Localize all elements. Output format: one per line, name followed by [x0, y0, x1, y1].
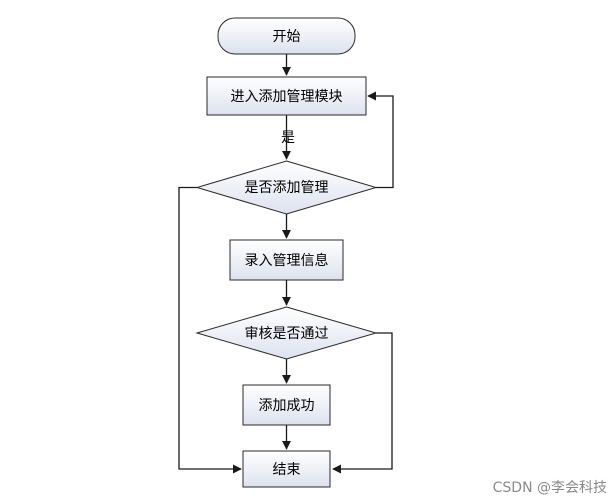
add-success-process: [242, 384, 331, 426]
edge-yes-label: 是: [281, 130, 295, 146]
start-label: 开始: [273, 29, 301, 45]
input-info-label: 录入管理信息: [245, 252, 329, 269]
edge-decide-loop-back: [367, 91, 394, 189]
enter-module-label: 进入添加管理模块: [231, 89, 343, 105]
edge-review-no-to-end: [332, 332, 393, 474]
edge-decide-no-to-end: [178, 186, 242, 474]
decide-add-label: 是否添加管理: [245, 180, 329, 196]
end-label: 结束: [273, 462, 301, 478]
watermark: CSDN @李会科技: [492, 480, 607, 496]
input-info-process: [229, 239, 344, 281]
add-success-label: 添加成功: [259, 398, 315, 414]
enter-module-process: [206, 76, 367, 116]
end-process: [242, 450, 331, 488]
decide-review-label: 审核是否通过: [245, 326, 329, 342]
